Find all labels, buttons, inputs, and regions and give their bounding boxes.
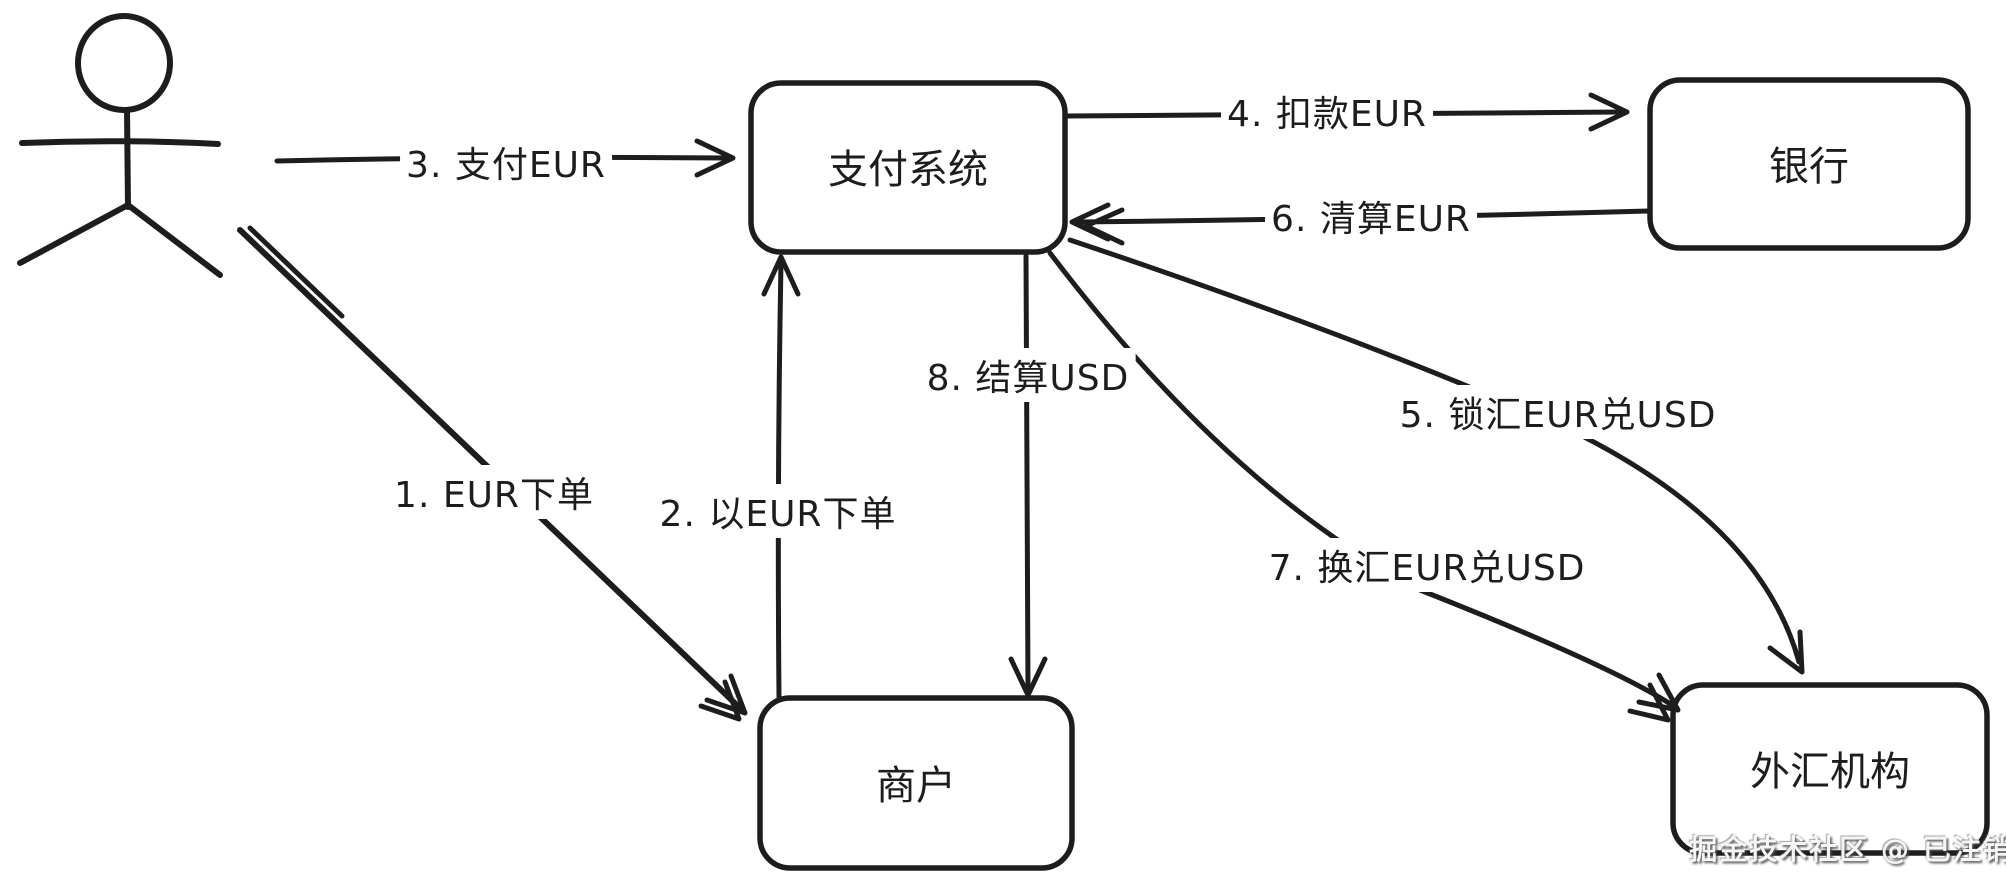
payment-system-node: 支付系统: [748, 80, 1068, 255]
edge-8-payment-to-merchant: [1008, 253, 1048, 698]
edge-label-6: 6. 清算EUR: [1265, 189, 1477, 243]
actor-legs: [17, 202, 223, 278]
payment-system-label: 支付系统: [828, 147, 988, 193]
edge-label-7: 7. 换汇EUR兑USD: [1262, 538, 1592, 592]
actor-head: [75, 13, 173, 113]
edge-5-arrowhead: [1767, 629, 1805, 675]
edge-label-2: 2. 以EUR下单: [653, 484, 903, 538]
edge-7-shaft: [1047, 250, 1675, 708]
edge-4-arrowhead: [1588, 92, 1630, 132]
actor-arms: [19, 138, 221, 147]
edge-1-arrowhead-2: [698, 679, 742, 722]
bank-box: [1647, 77, 1971, 251]
forex-label: 外汇机构: [1750, 749, 1910, 795]
edge-8-arrowhead: [1008, 656, 1048, 698]
forex-node: 外汇机构: [1670, 682, 1990, 856]
payment-system-box: [748, 80, 1068, 255]
edge-5-payment-to-forex: [1067, 237, 1805, 675]
edge-7-arrowhead-2: [1627, 682, 1671, 723]
watermark-text: 掘金技术社区 @ 已注销: [1689, 833, 2006, 866]
edge-2-arrowhead: [761, 254, 801, 297]
edge-8-shaft: [1023, 253, 1031, 693]
merchant-label: 商户: [876, 763, 956, 809]
edge-label-4: 4. 扣款EUR: [1221, 84, 1433, 138]
forex-box: [1670, 682, 1990, 856]
edge-6-arrowhead-2: [1083, 207, 1125, 246]
edge-label-8: 8. 结算USD: [920, 348, 1136, 402]
edge-5-shaft: [1067, 237, 1802, 665]
edge-1-sketch-stroke: [247, 225, 345, 319]
edge-label-3: 3. 支付EUR: [400, 135, 612, 189]
edge-label-5: 5. 锁汇EUR兑USD: [1393, 385, 1723, 439]
edge-2-shaft: [775, 259, 784, 700]
edge-7-payment-to-forex: [1047, 250, 1681, 723]
edge-1-arrowhead: [704, 673, 748, 716]
edge-7-arrowhead: [1636, 672, 1681, 713]
bank-label: 银行: [1769, 144, 1849, 190]
user-actor-icon: [17, 13, 223, 278]
merchant-node: 商户: [757, 695, 1075, 871]
edge-3-arrowhead: [694, 138, 736, 178]
bank-node: 银行: [1647, 77, 1971, 251]
edge-2-merchant-to-payment: [761, 254, 801, 700]
actor-body: [124, 107, 131, 210]
merchant-box: [757, 695, 1075, 871]
edge-label-1: 1. EUR下单: [388, 465, 600, 519]
